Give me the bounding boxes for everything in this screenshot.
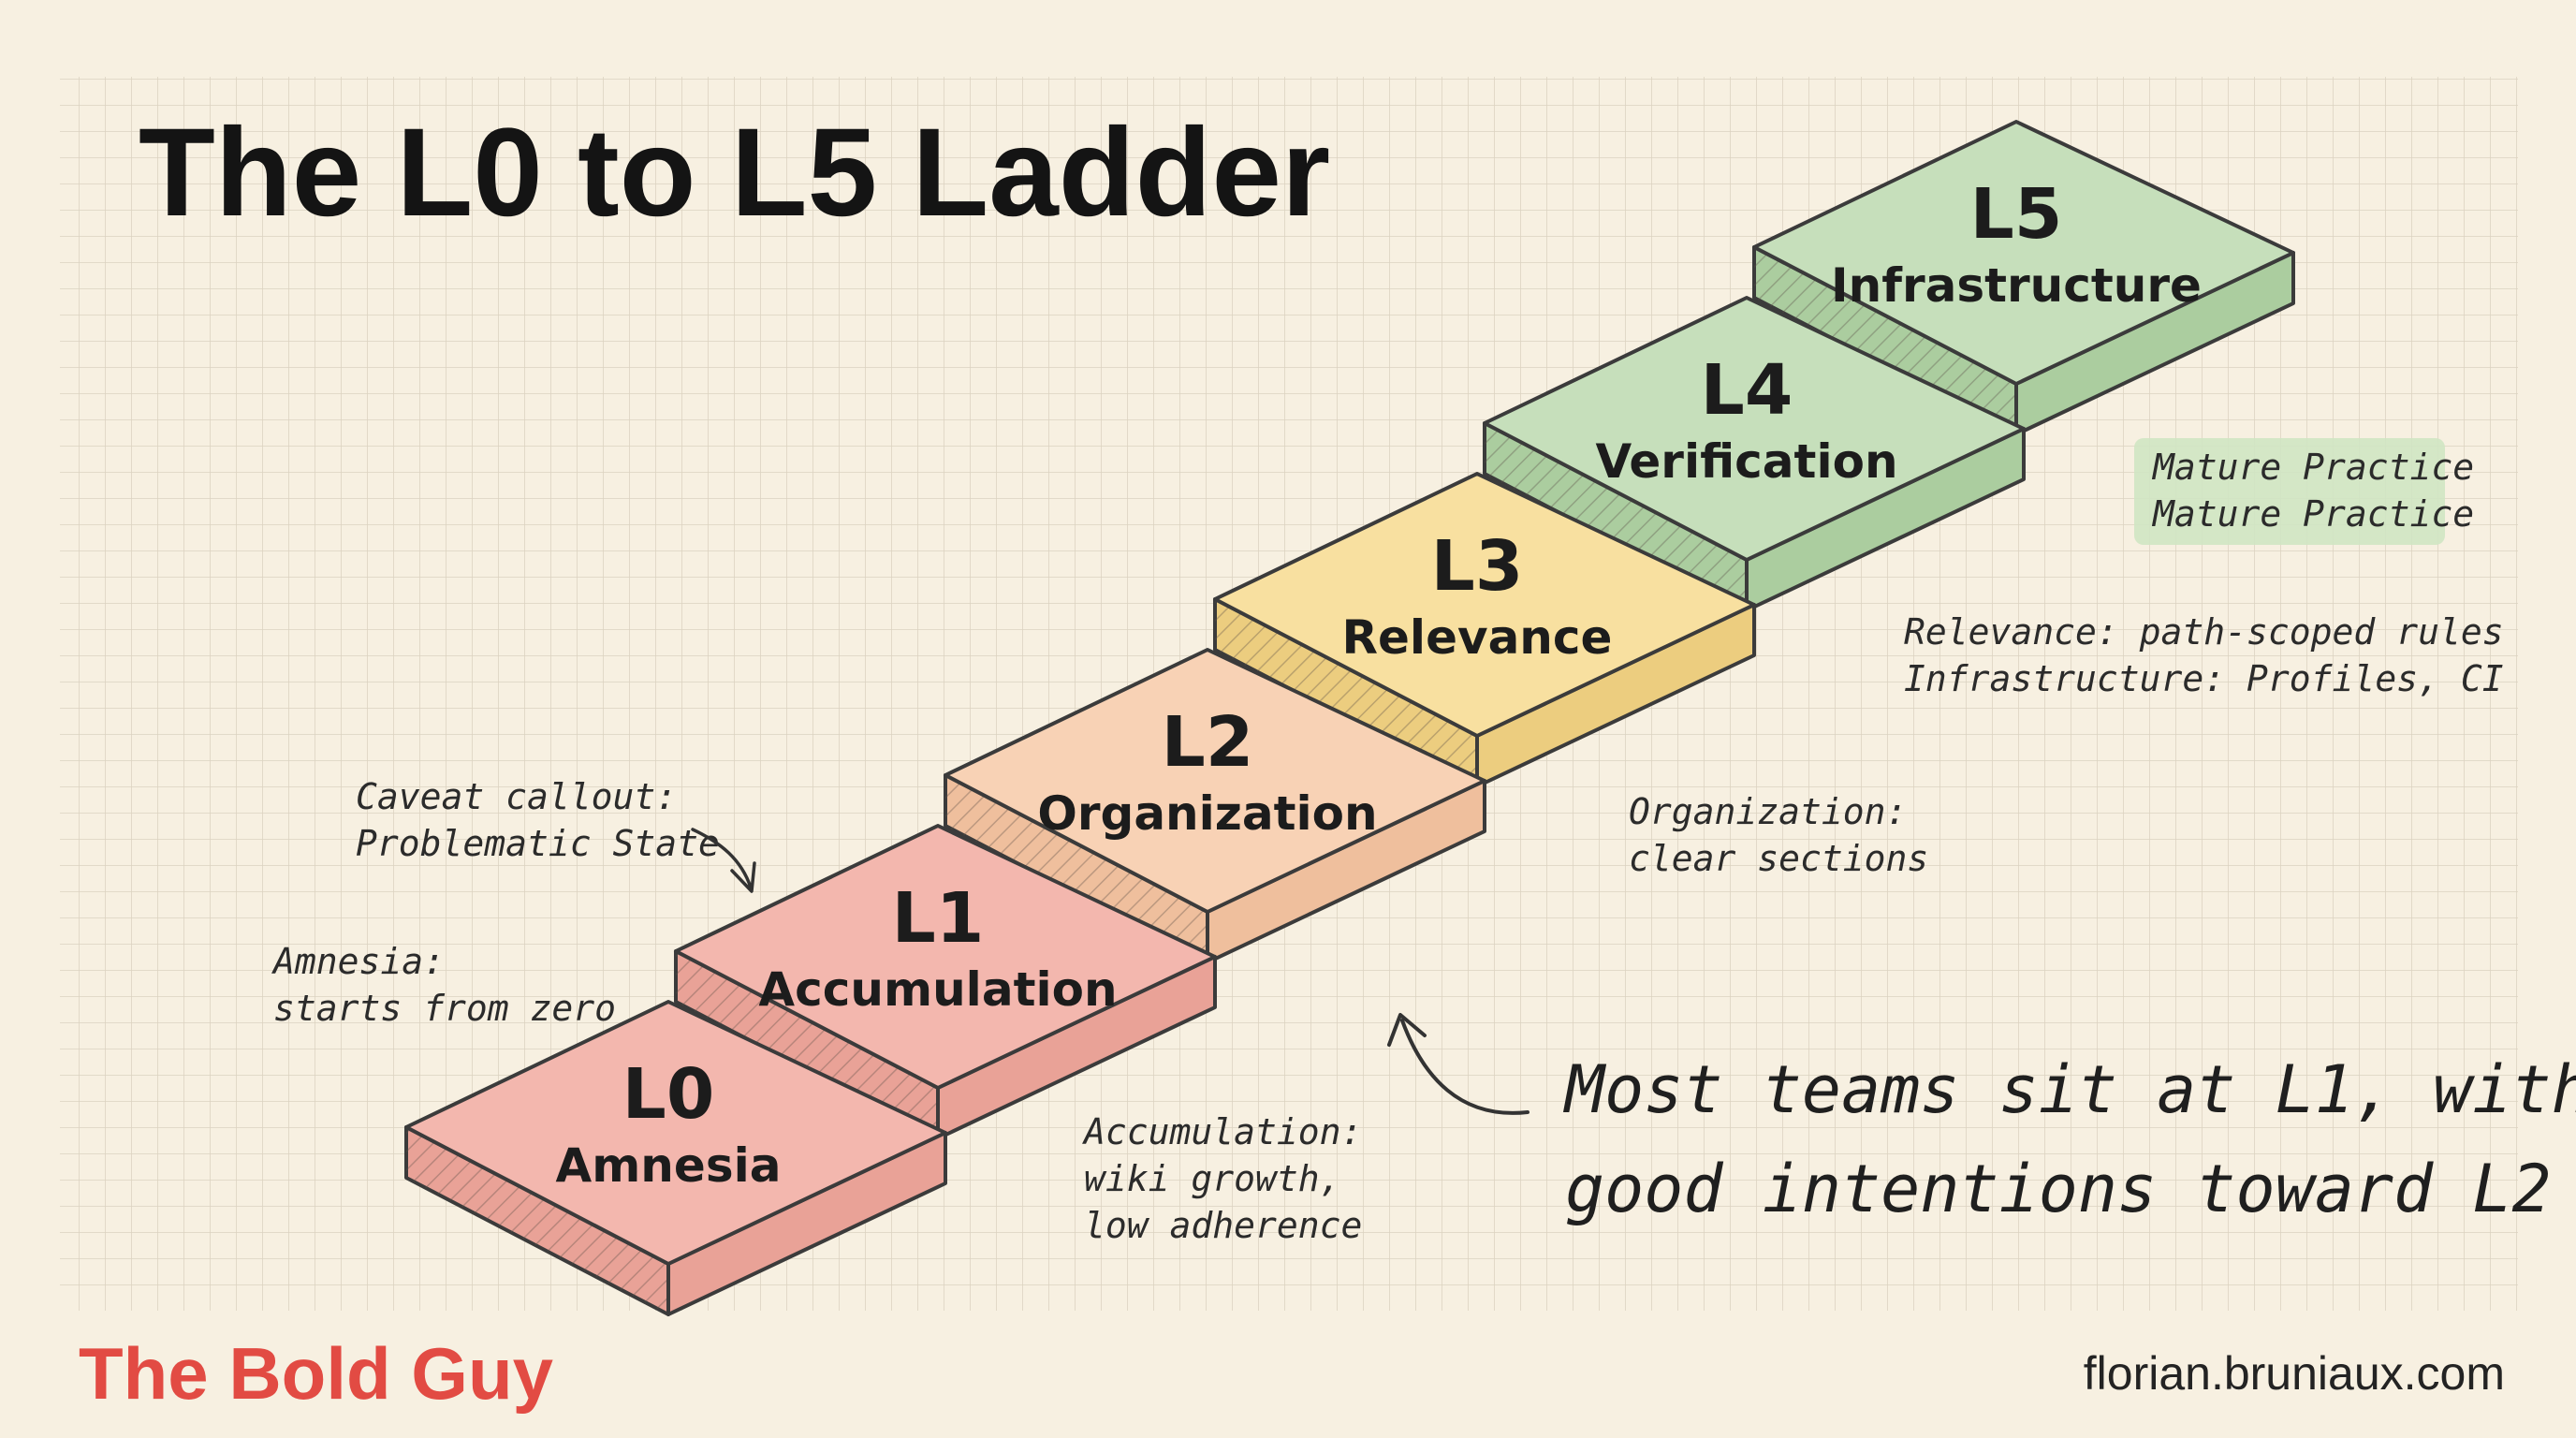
step-hatching xyxy=(1215,599,1477,786)
main-arrow-icon xyxy=(1387,1013,1530,1115)
main-callout: Most teams sit at L1, with good intentio… xyxy=(1562,1051,2576,1227)
mature-note: Mature Practice Mature Practice xyxy=(2151,447,2496,535)
step-top-face xyxy=(674,824,1217,1090)
step-top-face xyxy=(1213,472,1756,738)
mature-line-2: Mature Practice xyxy=(2151,493,2474,535)
accumulation-line-2: wiki growth, xyxy=(1084,1158,1341,1199)
accumulation-note: Accumulation: wiki growth, low adherence xyxy=(1082,1111,1383,1246)
brand-name: The Bold Guy xyxy=(79,1332,553,1415)
step-name-label: Verification xyxy=(1595,434,1897,489)
step-level-label: L1 xyxy=(892,878,985,959)
accumulation-line-3: low adherence xyxy=(1084,1205,1362,1246)
step-top-face xyxy=(404,1000,947,1266)
step-hatching xyxy=(676,951,938,1138)
main-callout-line-2: good intentions toward L2 xyxy=(1565,1151,2552,1227)
step-top-face xyxy=(1483,296,2026,562)
organization-note: Organization: clear sections xyxy=(1629,791,1928,879)
amnesia-line-2: starts from zero xyxy=(273,988,616,1029)
organization-line-1: Organization: xyxy=(1629,791,1907,832)
caveat-line-1: Caveat callout: xyxy=(356,776,677,817)
page-title: The L0 to L5 Ladder xyxy=(139,103,1330,242)
step-hatching xyxy=(406,1127,668,1314)
step-top-face xyxy=(944,648,1486,914)
site-url[interactable]: florian.bruniaux.com xyxy=(2084,1347,2505,1400)
step-hatching xyxy=(945,775,1208,962)
amnesia-line-1: Amnesia: xyxy=(271,941,445,982)
main-callout-line-1: Most teams sit at L1, with xyxy=(1562,1051,2576,1128)
step-level-label: L3 xyxy=(1431,526,1524,607)
step-level-label: L0 xyxy=(622,1054,715,1135)
step-hatching xyxy=(1485,423,1747,610)
step-name-label: Relevance xyxy=(1342,610,1613,665)
caveat-note: Caveat callout: Problematic State xyxy=(356,776,720,864)
step-hatching xyxy=(1754,247,2016,434)
accumulation-line-1: Accumulation: xyxy=(1082,1111,1362,1152)
amnesia-note: Amnesia: starts from zero xyxy=(271,941,616,1029)
organization-line-2: clear sections xyxy=(1629,838,1928,879)
step-top-face xyxy=(1752,120,2295,386)
caveat-arrow-icon xyxy=(691,828,756,893)
mature-line-1: Mature Practice xyxy=(2151,447,2474,488)
relevance-line-2: Infrastructure: Profiles, CI xyxy=(1904,658,2504,699)
step-level-label: L5 xyxy=(1970,174,2063,255)
step-name-label: Infrastructure xyxy=(1831,258,2202,313)
step-name-label: Accumulation xyxy=(758,962,1117,1017)
relevance-line-1: Relevance: path-scoped rules xyxy=(1904,611,2504,653)
steps-layer: L5InfrastructureL4VerificationL3Relevanc… xyxy=(404,120,2295,1316)
step-level-label: L2 xyxy=(1162,702,1254,783)
mature-highlight xyxy=(2134,438,2445,545)
step-name-label: Organization xyxy=(1037,786,1377,841)
caveat-line-2: Problematic State xyxy=(356,823,720,864)
step-level-label: L4 xyxy=(1701,350,1793,431)
relevance-note: Relevance: path-scoped rules Infrastruct… xyxy=(1904,611,2525,699)
step-name-label: Amnesia xyxy=(556,1138,782,1193)
